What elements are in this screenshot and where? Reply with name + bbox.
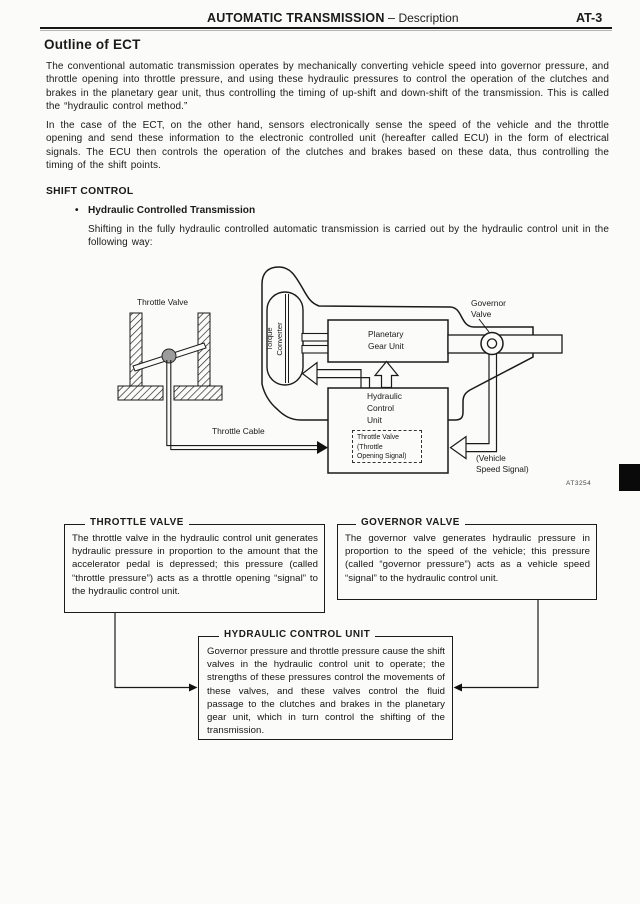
header-title: AUTOMATIC TRANSMISSION – Description — [207, 11, 459, 25]
line-pressure-arrow-shaft — [316, 369, 371, 388]
governor-valve-info-box: GOVERNOR VALVE The governor valve genera… — [337, 517, 597, 600]
bullet-item-title: Hydraulic Controlled Transmission — [88, 205, 256, 216]
connector-left-arrowhead — [189, 683, 198, 692]
planetary-gear-label: Planetary Gear Unit — [368, 329, 404, 351]
line-pressure-arrowhead — [301, 361, 318, 386]
governor-valve-box-title: GOVERNOR VALVE — [356, 517, 465, 528]
throttle-valve-drawing — [117, 312, 223, 401]
bullet-item-text: Shifting in the fully hydraulic controll… — [88, 224, 609, 249]
connector-right-arrowhead — [453, 683, 462, 692]
vehicle-speed-label: (Vehicle Speed Signal) — [476, 453, 529, 474]
input-shaft-upper — [301, 332, 330, 342]
hcu-box-body: Governor pressure and throttle pressure … — [207, 646, 445, 737]
header-title-main: AUTOMATIC TRANSMISSION — [207, 11, 385, 25]
throttle-cable-arrowhead — [317, 441, 328, 454]
governor-leader-line — [478, 318, 490, 333]
header-rule-shadow — [40, 30, 612, 31]
connector-throttle-to-hcu — [114, 613, 189, 689]
throttle-signal-label: Throttle Valve (Throttle Opening Signal) — [357, 434, 407, 461]
pressure-up-arrow — [373, 360, 400, 389]
page-tab-marker — [619, 464, 640, 491]
governor-valve-label: Governor Valve — [471, 298, 506, 319]
input-shaft-lower — [301, 344, 330, 354]
torque-converter-label: Torque Converter — [265, 322, 284, 356]
paragraph-2: In the case of the ECT, on the other han… — [46, 120, 609, 172]
shift-control-heading: SHIFT CONTROL — [46, 186, 134, 197]
throttle-valve-box-body: The throttle valve in the hydraulic cont… — [72, 533, 318, 597]
connector-governor-to-hcu — [462, 600, 539, 689]
paragraph-1: The conventional automatic transmission … — [46, 61, 609, 113]
section-heading: Outline of ECT — [44, 37, 141, 52]
header-rule — [40, 27, 612, 29]
governor-valve-box-body: The governor valve generates hydraulic p… — [345, 533, 590, 584]
governor-valve-outer — [480, 331, 504, 356]
figure-code: AT3254 — [566, 480, 592, 487]
hcu-label: Hydraulic Control Unit — [367, 391, 402, 425]
output-shaft — [447, 334, 563, 354]
governor-valve-inner — [486, 338, 498, 349]
vehicle-speed-arrowhead — [449, 435, 467, 460]
hcu-info-box: HYDRAULIC CONTROL UNIT Governor pressure… — [198, 629, 453, 740]
page-number: AT-3 — [576, 11, 603, 25]
hcu-box-title: HYDRAULIC CONTROL UNIT — [219, 629, 376, 640]
header-separator: – — [388, 11, 395, 25]
throttle-cable-label: Throttle Cable — [212, 426, 265, 436]
throttle-valve-label: Throttle Valve — [137, 297, 189, 307]
vehicle-speed-line — [466, 353, 498, 453]
header-section: Description — [398, 11, 459, 25]
throttle-valve-info-box: THROTTLE VALVE The throttle valve in the… — [64, 517, 325, 613]
bullet-marker: • — [75, 205, 79, 216]
throttle-signal-dashed-box: Throttle Valve (Throttle Opening Signal) — [352, 430, 422, 463]
throttle-valve-box-title: THROTTLE VALVE — [85, 517, 189, 528]
